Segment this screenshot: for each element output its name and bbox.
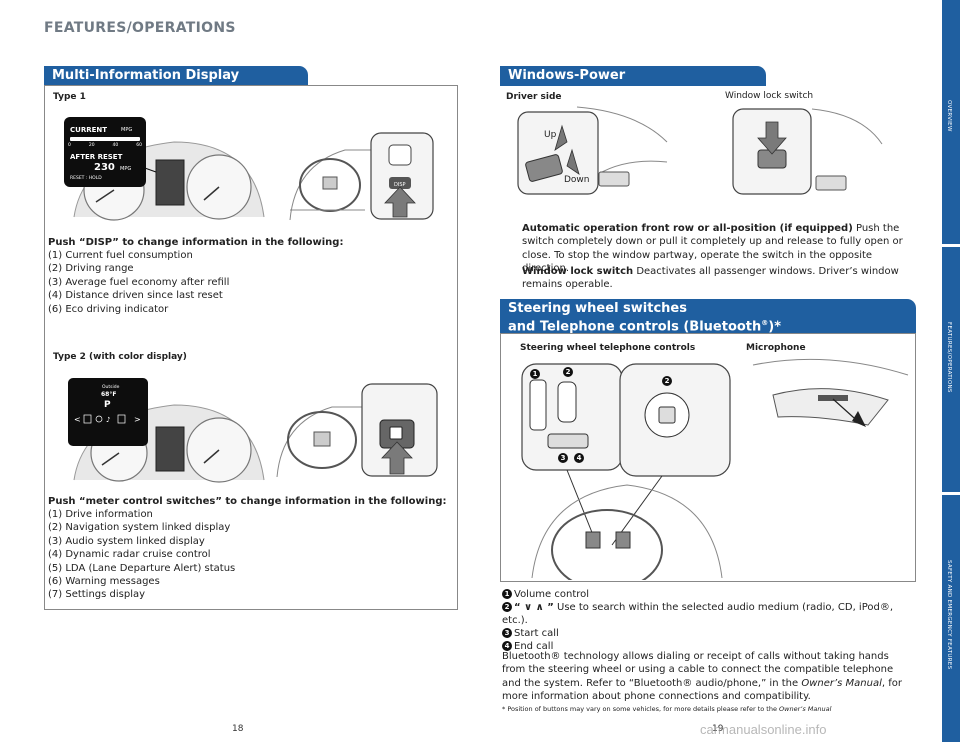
type2-list: (1) Drive information (2) Navigation sys… <box>48 508 448 602</box>
callout-2b: 2 <box>662 376 672 386</box>
callout-3: 3 <box>558 453 568 463</box>
mid-section-title: Multi-Information Display <box>44 66 308 85</box>
callout-4: 4 <box>574 453 584 463</box>
list-item: (6) Eco driving indicator <box>48 303 169 315</box>
watermark: carmanualsonline.info <box>700 722 827 737</box>
sidebar-tabs <box>942 0 960 742</box>
type2-steering-illustration <box>272 382 442 482</box>
microphone-label: Microphone <box>746 343 806 353</box>
driver-side-label: Driver side <box>506 92 562 102</box>
type1-intro: Push “DISP” to change information in the… <box>48 237 344 248</box>
type1-list: (1) Current fuel consumption (2) Driving… <box>48 249 448 316</box>
window-lock-illustration <box>732 104 884 197</box>
bluetooth-paragraph: Bluetooth® technology allows dialing or … <box>502 651 902 703</box>
display-scale: 0 20 40 60 <box>68 143 142 148</box>
sidebar-separator <box>942 244 960 247</box>
window-lock-text: Window lock switch Deactivates all passe… <box>522 266 899 291</box>
page-number-right: 19 <box>712 724 724 734</box>
list-item: 2“ ∨ ∧ ” Use to search within the select… <box>502 602 894 626</box>
list-item: (3) Average fuel economy after refill <box>48 276 230 288</box>
sidebar-tab-overview[interactable]: OVERVIEW <box>946 100 952 132</box>
page-number-left: 18 <box>232 724 244 734</box>
type1-steering-illustration: DISP <box>285 125 438 223</box>
list-item: (5) LDA (Lane Departure Alert) status <box>48 562 236 574</box>
list-item: (6) Warning messages <box>48 576 160 588</box>
svg-text:>: > <box>134 415 141 424</box>
list-item: (2) Navigation system linked display <box>48 522 231 534</box>
list-item: (3) Audio system linked display <box>48 535 205 547</box>
list-item: (1) Drive information <box>48 509 153 520</box>
steering-controls-label: Steering wheel telephone controls <box>520 343 696 353</box>
auto-operation-text: Automatic operation front row or all-pos… <box>522 223 903 275</box>
list-item: (2) Driving range <box>48 263 134 275</box>
display-temp: 68°F <box>101 391 117 398</box>
display-mpg: MPG <box>121 127 133 133</box>
mid-panel <box>44 85 458 610</box>
driver-side-illustration: Up Down <box>517 102 671 197</box>
svg-text:<: < <box>74 415 81 424</box>
steering-controls-illustration: 1 2 2 3 4 <box>512 360 742 580</box>
type2-intro: Push “meter control switches” to change … <box>48 496 447 507</box>
list-item: (4) Dynamic radar cruise control <box>48 549 211 561</box>
down-label: Down <box>564 175 590 185</box>
section-header: FEATURES/OPERATIONS <box>44 20 236 36</box>
display-reset-hold: RESET : HOLD <box>70 176 102 181</box>
display-current: CURRENT <box>70 126 108 134</box>
windows-section-title: Windows-Power <box>500 66 766 86</box>
callout-2: 2 <box>563 367 573 377</box>
type2-display-screen: Outside 68°F P < ♪ > <box>68 378 148 446</box>
display-value-unit: MPG <box>120 166 132 172</box>
steering-section-title: Steering wheel switches and Telephone co… <box>500 299 916 334</box>
type2-label: Type 2 (with color display) <box>53 352 187 362</box>
display-outside: Outside <box>102 385 120 390</box>
type1-display-screen: CURRENT MPG 0 20 40 60 AFTER RESET 230 M… <box>64 117 146 187</box>
svg-text:♪: ♪ <box>106 416 110 424</box>
sidebar-separator <box>942 492 960 495</box>
display-gauge-bar <box>70 137 140 141</box>
sidebar-tab-safety[interactable]: SAFETY AND EMERGENCY FEATURES <box>946 560 952 670</box>
up-label: Up <box>544 130 557 140</box>
display-icon-row: < ♪ > <box>74 414 141 424</box>
disp-button-label: DISP <box>394 182 406 188</box>
list-item: (4) Distance driven since last reset <box>48 290 223 302</box>
callout-1: 1 <box>530 369 540 379</box>
list-item: (7) Settings display <box>48 589 146 601</box>
microphone-illustration <box>748 355 910 443</box>
footnote: * Position of buttons may vary on some v… <box>502 705 832 713</box>
display-gear: P <box>104 400 111 410</box>
steering-panel <box>500 333 916 582</box>
window-lock-label: Window lock switch <box>725 91 814 101</box>
display-value: 230 <box>94 162 115 173</box>
display-after-reset: AFTER RESET <box>70 153 123 161</box>
type1-label: Type 1 <box>53 92 86 102</box>
list-item: (1) Current fuel consumption <box>48 250 193 261</box>
sidebar-tab-features[interactable]: FEATURES/OPERATIONS <box>946 322 952 393</box>
